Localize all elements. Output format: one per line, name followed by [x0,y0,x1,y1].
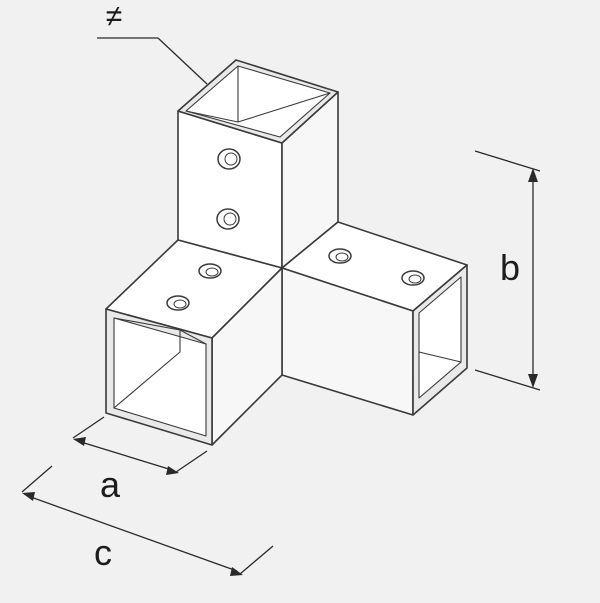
dimension-c [21,465,274,576]
right-tube-hole-right [401,270,425,286]
dimension-label-b: b [500,247,520,288]
dimension-label-a: a [100,464,121,505]
right-tube [281,221,468,416]
front-tube-hole-front [166,295,190,311]
not-equal-symbol: ≠ [106,0,122,33]
front-tube [105,239,283,446]
dimension-b [474,150,541,391]
dimension-a [72,416,208,475]
right-tube-hole-left [328,248,352,264]
front-tube-end-inner [113,317,207,437]
vertical-tube [177,59,339,269]
dimension-label-c: c [94,532,112,573]
front-tube-hole-back [198,263,222,279]
not-equal-leader [97,37,208,85]
